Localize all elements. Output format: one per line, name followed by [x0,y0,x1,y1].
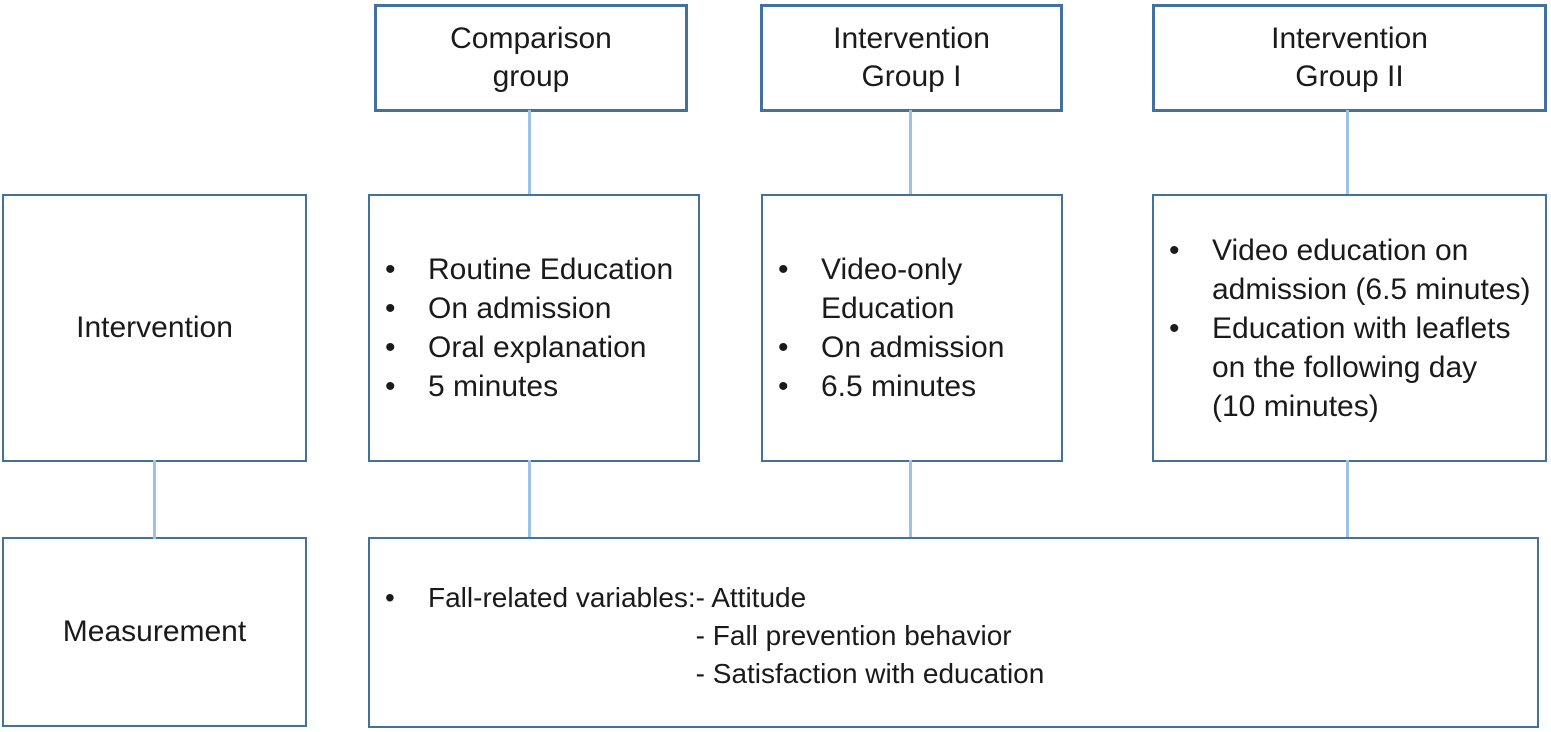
measurement-bullet-label: Fall-related variables: [428,582,696,613]
bullet-text: Video education on [1212,233,1469,267]
measurement-sub-item: - Attitude [695,582,807,613]
bullet-text: Education with leaflets [1212,311,1511,345]
intervention-group-2-title-line1: Intervention [1271,22,1428,55]
bullet-item: • On admission [775,328,1055,367]
connector-label-column [153,460,156,539]
bullet-icon: • [385,292,396,325]
bullet-text: 5 minutes [428,370,559,403]
bullet-item: • 5 minutes [382,367,692,406]
bullet-icon: • [778,253,789,286]
intervention-row-label-box: Intervention [2,194,307,462]
bullet-text: Education [821,292,955,325]
bullet-item: • Oral explanation [382,328,692,367]
bullet-item: • 6.5 minutes [775,367,1055,406]
bullet-text: On admission [821,331,1005,364]
bullet-text: on the following day [1212,350,1478,384]
bullet-icon: • [385,253,396,286]
group-1-intervention-box: • Video-only Education • On admission • … [761,194,1063,462]
connector-group-1-bottom [909,460,912,539]
intervention-group-1-title-line2: Group I [861,60,962,93]
comparison-group-title-line2: group [492,60,570,93]
bullet-item: • Video education on admission (6.5 minu… [1166,231,1539,309]
intervention-group-2-title-box: Intervention Group II [1152,4,1547,112]
bullet-icon: • [778,370,789,403]
connector-group-2-top [1346,110,1349,196]
measurement-sub-item: - Fall prevention behavior [695,620,1012,651]
bullet-text: admission (6.5 minutes) [1212,272,1531,306]
comparison-group-title-box: Comparison group [374,4,688,112]
bullet-item: • Routine Education [382,250,692,289]
connector-group-2-bottom [1346,460,1349,539]
bullet-icon: • [385,370,396,403]
comparison-group-intervention-box: • Routine Education • On admission • Ora… [368,194,700,462]
bullet-item: • Education with leaflets on the followi… [1166,309,1539,426]
connector-group-1-top [909,110,912,196]
measurement-content-box: • Fall-related variables: - Attitude - F… [368,537,1539,728]
bullet-text: Oral explanation [428,331,647,364]
bullet-icon: • [385,331,396,364]
bullet-text: Routine Education [428,253,674,286]
bullet-text: 6.5 minutes [821,370,977,403]
bullet-text: On admission [428,292,612,325]
bullet-item: • Video-only Education [775,250,1055,328]
intervention-row-label: Intervention [76,311,233,344]
measurement-row-label-box: Measurement [2,537,307,727]
connector-comparison-top [528,110,531,196]
connector-comparison-bottom [528,460,531,539]
intervention-group-1-title-box: Intervention Group I [760,4,1063,112]
measurement-bullet-row: • Fall-related variables: - Attitude - F… [382,579,1531,693]
comparison-group-title-line1: Comparison [450,22,612,55]
bullet-icon: • [778,331,789,364]
bullet-text: Video-only [821,253,963,286]
bullet-icon: • [1169,311,1180,345]
bullet-text: (10 minutes) [1212,389,1379,423]
bullet-item: • On admission [382,289,692,328]
intervention-group-2-title-line2: Group II [1295,60,1404,93]
intervention-group-1-title-line1: Intervention [833,22,990,55]
group-2-intervention-box: • Video education on admission (6.5 minu… [1152,194,1547,462]
measurement-row-label: Measurement [62,615,247,648]
bullet-icon: • [1169,233,1180,267]
measurement-sub-item: - Satisfaction with education [695,658,1045,689]
bullet-icon: • [385,582,395,613]
